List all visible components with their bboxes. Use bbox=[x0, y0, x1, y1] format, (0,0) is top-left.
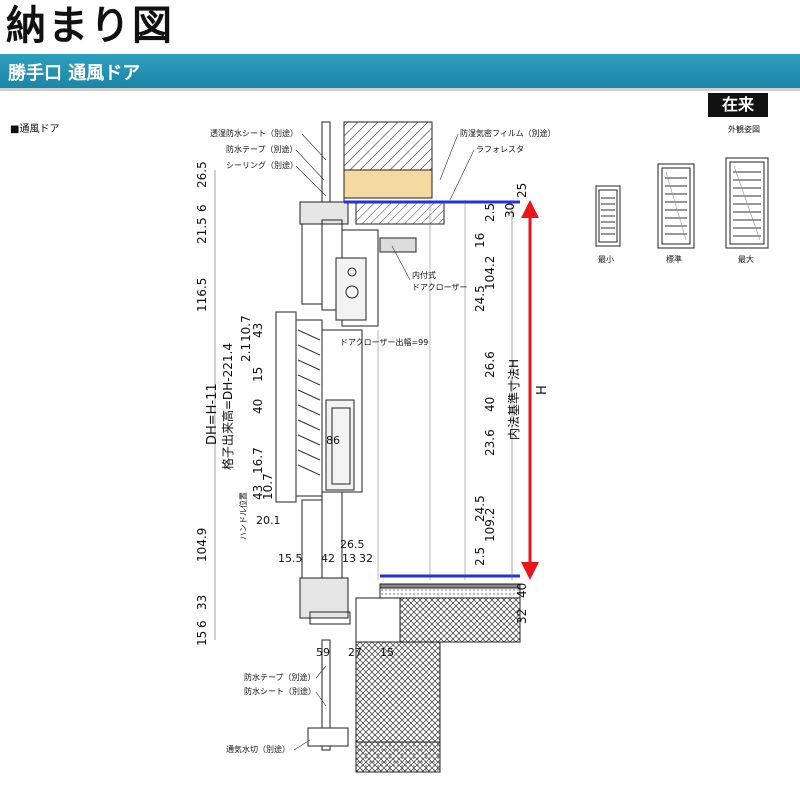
dim-left-6b: 6 bbox=[195, 620, 209, 628]
elevation-standard: 標準 bbox=[657, 163, 695, 264]
reference-lines bbox=[377, 200, 466, 580]
construction-type-badge: 在来 bbox=[708, 93, 768, 117]
dim-mid-40: 40 bbox=[251, 399, 265, 414]
dims-right-outer: 25 30 40 32 bbox=[503, 183, 529, 624]
dim-left-21-5: 21.5 bbox=[195, 217, 209, 244]
dim-left-33: 33 bbox=[195, 595, 209, 610]
dim-right-2-5b: 2.5 bbox=[473, 547, 487, 566]
handle-position-label: ハンドル位置 bbox=[238, 492, 248, 540]
dim-outer-32: 32 bbox=[515, 609, 529, 624]
dim-bottom-32: 32 bbox=[359, 552, 373, 565]
dim-left-104-9: 104.9 bbox=[195, 528, 209, 562]
callout-top-left: 透湿防水シート（別途） 防水テープ（別途） シーリング（別途） bbox=[210, 128, 327, 197]
callout-waterproof-tape: 防水テープ（別途） bbox=[226, 144, 298, 154]
elevation-standard-label: 標準 bbox=[666, 254, 682, 264]
dim-mid-15: 15 bbox=[251, 367, 265, 382]
dim-bottom-42: 42 bbox=[321, 552, 335, 565]
dim-left-6: 6 bbox=[195, 204, 209, 212]
callout-vapor-film: 防湿気密フィルム（別途） bbox=[460, 128, 556, 138]
elevations: 外観姿図 最小 標準 最大 bbox=[595, 124, 769, 264]
dim-outer-30: 30 bbox=[503, 203, 517, 218]
dim-outer-40: 40 bbox=[515, 583, 529, 598]
dim-mid-10-7b: 10.7 bbox=[261, 473, 275, 500]
dim-right-23-6: 23.6 bbox=[483, 429, 497, 456]
height-label: H bbox=[535, 385, 550, 395]
dim-bottom-15: 15 bbox=[380, 646, 394, 659]
elevation-min: 最小 bbox=[595, 185, 621, 264]
dim-bottom-27: 27 bbox=[348, 646, 362, 659]
dim-left-26-5: 26.5 bbox=[195, 161, 209, 188]
dim-mid-20-1: 20.1 bbox=[256, 514, 281, 527]
callout-bottom: 防水テープ（別途） 防水シート（別途） 通気水切（別途） bbox=[226, 665, 327, 754]
dim-right-109-2: 109.2 bbox=[483, 508, 497, 542]
dim-right-26-6: 26.6 bbox=[483, 351, 497, 378]
height-arrow: H bbox=[521, 200, 550, 580]
dim-right-2-5: 2.5 bbox=[483, 203, 497, 222]
floor-structure bbox=[307, 583, 521, 773]
page-subtitle: 勝手口 通風ドア bbox=[8, 63, 141, 84]
dim-left-15: 15 bbox=[195, 631, 209, 646]
door-assembly bbox=[275, 201, 417, 625]
upper-wall bbox=[321, 121, 445, 225]
dim-right-16: 16 bbox=[473, 233, 487, 248]
callout-breathable-sheet: 透湿防水シート（別途） bbox=[210, 128, 298, 138]
elevation-max-label: 最大 bbox=[738, 254, 754, 264]
callout-top-right: 防湿気密フィルム（別途） ラフォレスタ bbox=[439, 128, 556, 201]
callout-closer-projection: ドアクローザー出幅=99 bbox=[340, 337, 428, 347]
dims-right-inner: 2.5 16 104.2 24.5 26.6 40 23.6 24.5 109.… bbox=[473, 200, 521, 580]
dim-right-40: 40 bbox=[483, 397, 497, 412]
dh-label: DH=H-11 bbox=[205, 383, 220, 445]
dim-left-116-5: 116.5 bbox=[195, 278, 209, 312]
dims-left-labels: DH=H-11 格子出来高=DH-221.4 ハンドル位置 bbox=[205, 343, 248, 540]
callout-laforesta: ラフォレスタ bbox=[476, 145, 524, 154]
subtitle-band: 勝手口 通風ドア bbox=[0, 54, 800, 91]
elevations-title: 外観姿図 bbox=[728, 124, 760, 134]
louver-slats bbox=[297, 329, 321, 476]
dim-bottom-13: 13 bbox=[342, 552, 356, 565]
dims-left-outer: 26.5 6 21.5 116.5 104.9 33 6 15 bbox=[195, 161, 216, 646]
inner-standard-label: 内法基準寸法H bbox=[506, 359, 521, 440]
section-label: 通風ドア bbox=[10, 120, 59, 135]
dim-mid-43: 43 bbox=[251, 323, 265, 338]
callout-closer: 内付式 ドアクローザー ドアクローザー出幅=99 bbox=[340, 245, 467, 347]
dim-mid-2-1: 2.1 bbox=[239, 343, 253, 362]
callout-vent-flashing: 通気水切（別途） bbox=[226, 744, 290, 754]
dim-right-104-2: 104.2 bbox=[483, 256, 497, 290]
dim-center-86: 86 bbox=[326, 434, 340, 447]
dim-right-24-5: 24.5 bbox=[473, 285, 487, 312]
dim-bottom-15-5: 15.5 bbox=[278, 552, 303, 565]
dim-mid-43b: 43 bbox=[251, 485, 265, 500]
page-title: 納まり図 bbox=[6, 3, 174, 49]
dim-mid-16-7: 16.7 bbox=[251, 447, 265, 474]
callout-closer-name: ドアクローザー bbox=[412, 283, 467, 292]
dim-right-24-5b: 24.5 bbox=[473, 495, 487, 522]
lattice-height-label: 格子出来高=DH-221.4 bbox=[220, 343, 235, 470]
dims-left-mid: 10.7 43 2.1 15 40 16.7 43 10.7 20.1 bbox=[239, 315, 281, 527]
elevation-min-label: 最小 bbox=[598, 255, 614, 264]
elevation-max: 最大 bbox=[725, 157, 769, 264]
callout-closer-type: 内付式 bbox=[412, 270, 436, 280]
callout-bottom-tape: 防水テープ（別途） bbox=[244, 672, 316, 682]
dim-mid-10-7: 10.7 bbox=[239, 315, 253, 342]
callout-sealing: シーリング（別途） bbox=[226, 160, 298, 170]
callout-bottom-sheet: 防水シート（別途） bbox=[244, 686, 316, 696]
dims-bottom: 15.5 42 26.5 13 32 59 27 15 86 bbox=[278, 434, 394, 659]
dim-outer-25: 25 bbox=[515, 183, 529, 198]
dim-bottom-26-5: 26.5 bbox=[340, 538, 365, 551]
dim-bottom-59: 59 bbox=[316, 646, 330, 659]
